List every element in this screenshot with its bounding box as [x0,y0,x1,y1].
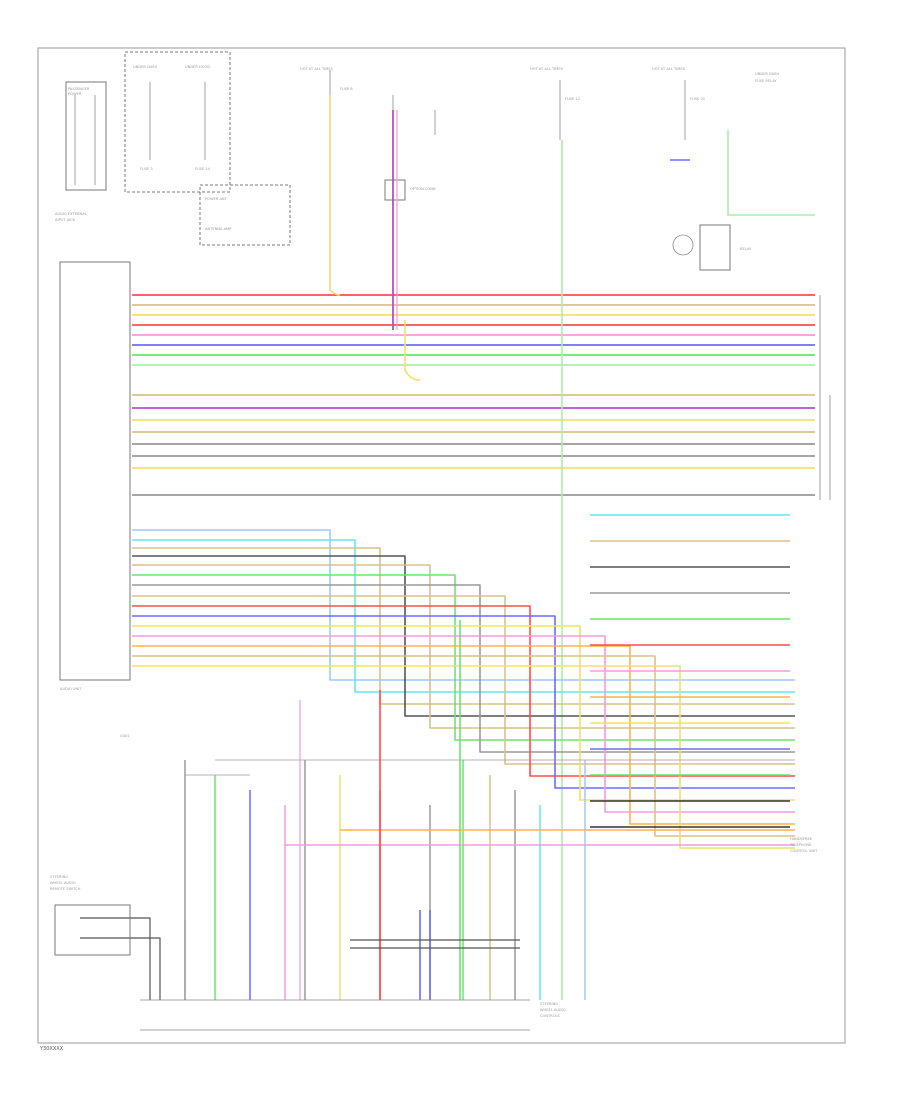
lower-wire-15 [132,665,795,849]
diagram-frame [37,47,846,1044]
steering-pair [80,917,161,1000]
blue-drop [419,910,431,1000]
figure-reference: Y30XXXX [39,1046,64,1052]
steering-switch: STEERING WHEEL AUDIO REMOTE SWITCH [50,875,131,956]
bottom-connector-row: STEERING WHEEL AUDIO CONTROLS [140,999,566,1031]
svg-text:POWER: POWER [68,92,82,96]
shield-pair [350,939,520,949]
audio-external-input-label: AUDIO EXTERNAL [55,212,87,216]
svg-text:FUSE 3: FUSE 3 [140,167,153,171]
right-connector-pins [819,295,831,500]
svg-text:UNDER DASH: UNDER DASH [755,72,779,76]
fuse-block-top-left: PASSENGER POWER [65,81,107,191]
feed-option-yellow [404,320,421,381]
svg-text:REMOTE SWITCH: REMOTE SWITCH [50,887,81,891]
hands-free-relay: UNDER DASH FUSE RELAY RELAY [672,72,779,271]
svg-text:HOT AT ALL TIMES: HOT AT ALL TIMES [530,67,564,71]
lower-wire-1 [132,529,795,681]
svg-text:ANTENNA AMP: ANTENNA AMP [205,227,232,231]
svg-text:STEERING: STEERING [540,1002,558,1006]
lower-wire-14 [132,655,795,837]
svg-text:POWER ANT: POWER ANT [205,197,228,201]
relay-box-top: UNDER DASH UNDER HOOD FUSE 3 FUSE 14 [124,51,231,193]
antenna-module: POWER ANT ANTENNA AMP [199,184,291,246]
fuse-hot-at-all-times-2: HOT AT ALL TIMES FUSE 12 [530,67,580,140]
svg-text:WHEEL AUDIO: WHEEL AUDIO [540,1008,566,1012]
svg-text:UNDER HOOD: UNDER HOOD [185,65,210,69]
audio-unit [59,261,131,681]
audio-external-input-label-2: INPUT JACK [55,218,76,222]
svg-text:WHEEL AUDIO: WHEEL AUDIO [50,881,76,885]
feed-fuse-8 [329,95,341,296]
svg-text:PASSENGER: PASSENGER [68,87,90,91]
svg-text:STEERING: STEERING [50,875,68,879]
hands-free-unit-label: HANDSFREE TELEPHONE CONTROL UNIT [789,837,818,853]
svg-text:OPTION CONN: OPTION CONN [410,187,436,191]
lower-wire-12 [132,635,795,813]
top-links [185,759,795,776]
svg-text:CONTROLS: CONTROLS [540,1014,561,1018]
svg-text:FUSE RELAY: FUSE RELAY [755,79,777,83]
lower-wire-6 [132,574,795,741]
svg-text:HANDSFREE: HANDSFREE [790,837,813,841]
lower-wire-13 [132,645,795,825]
ground-label: G401 [120,734,130,738]
lower-wire-10 [132,615,795,789]
svg-text:FUSE 12: FUSE 12 [565,97,580,101]
svg-text:FUSE 8: FUSE 8 [340,87,353,91]
svg-text:HOT AT ALL TIMES: HOT AT ALL TIMES [300,67,334,71]
svg-text:TELEPHONE: TELEPHONE [789,843,812,847]
feed-relay-green [727,130,815,216]
svg-text:HOT AT ALL TIMES: HOT AT ALL TIMES [652,67,686,71]
lower-wire-8 [132,595,795,765]
svg-text:CONTROL UNIT: CONTROL UNIT [790,849,818,853]
lower-wire-9 [132,605,795,777]
svg-text:RELAY: RELAY [740,247,752,251]
svg-text:FUSE 20: FUSE 20 [690,97,706,101]
audio-unit-label: AUDIO UNIT [60,687,82,691]
lower-wire-7 [132,584,795,753]
svg-text:UNDER DASH: UNDER DASH [133,65,157,69]
fuse-hot-at-all-times-1: HOT AT ALL TIMES FUSE 8 [300,67,353,140]
svg-text:FUSE 14: FUSE 14 [195,167,211,171]
wire-harness [80,95,815,1000]
fuse-hot-at-all-times-3: HOT AT ALL TIMES FUSE 20 [652,67,706,140]
lower-wire-11 [132,625,795,801]
